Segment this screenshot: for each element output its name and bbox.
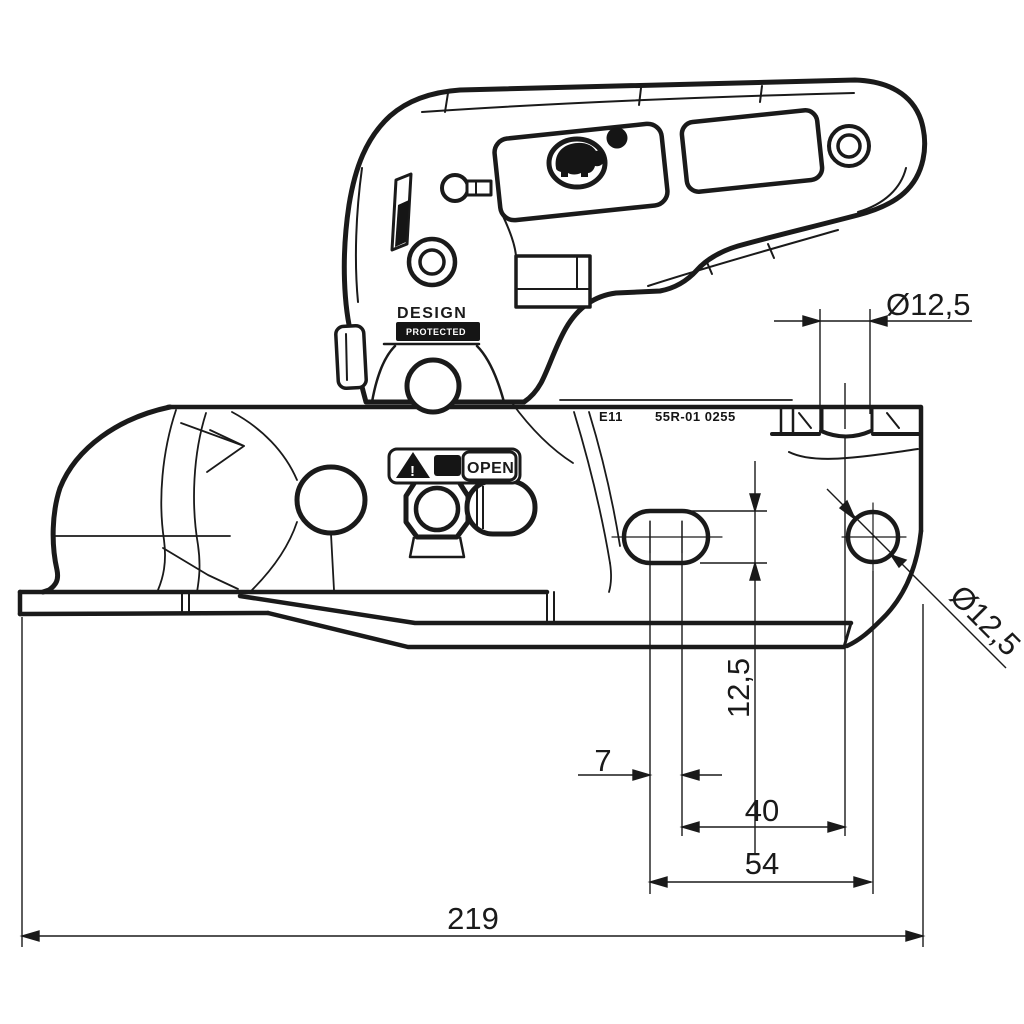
dimension-label-slot-height: 12,5 xyxy=(721,658,756,718)
dimension-label-hole-diameter: Ø12,5 xyxy=(943,578,1024,662)
handle-inner-top-line xyxy=(421,92,855,113)
arrowhead xyxy=(749,493,761,514)
latch-tab-inner-line xyxy=(345,333,348,381)
bell-seam-1 xyxy=(157,409,177,591)
elephant-logo-icon xyxy=(555,142,606,177)
mouth-arc-bottom xyxy=(251,521,298,591)
warning-exclamation: ! xyxy=(410,463,415,480)
dimension-overall-length: 219 xyxy=(19,604,926,947)
pivot-flare-left xyxy=(370,344,397,404)
handle-top-tick-1 xyxy=(444,92,449,113)
warning-triangle-icon xyxy=(396,452,430,478)
protected-bar-text: PROTECTED xyxy=(406,327,466,337)
logo-dot xyxy=(606,127,628,149)
bell-facet-2 xyxy=(209,429,245,447)
handle-top-tick-2 xyxy=(638,87,642,106)
grip-panel xyxy=(679,108,825,194)
protected-bar xyxy=(396,322,480,341)
arrowhead xyxy=(905,930,926,942)
handle-inner-left-line xyxy=(354,167,363,303)
bracket-fold-1 xyxy=(573,411,611,564)
bell-seam-2 xyxy=(193,412,207,593)
rivet-inner xyxy=(418,248,446,276)
arrowhead xyxy=(827,821,848,833)
approval-text-2: 55R-01 0255 xyxy=(655,409,736,424)
arrowhead xyxy=(802,315,823,327)
top-slot-chamfer-right xyxy=(886,412,900,429)
dimension-slot-height: 12,5 xyxy=(684,461,767,853)
dimension-mount-width: 54 xyxy=(647,571,874,894)
jaw-pre-line xyxy=(499,209,517,257)
dimension-label-219: 219 xyxy=(447,901,499,936)
handle-underside-inner-line xyxy=(647,229,839,287)
leader-line xyxy=(826,488,1007,669)
pivot-flare-right xyxy=(475,344,506,404)
oval-under-line xyxy=(330,533,335,591)
approval-text-1: E11 xyxy=(599,409,623,424)
nose-eyelet-outer xyxy=(827,124,871,168)
arrowhead xyxy=(19,930,40,942)
lock-boss-circle xyxy=(413,485,461,533)
label-black-badge xyxy=(434,455,461,476)
dimension-label-54: 54 xyxy=(745,846,779,881)
hatch-strip-outline xyxy=(390,172,413,252)
top-slot-bottom-arc xyxy=(819,429,873,439)
arrowhead xyxy=(838,499,857,522)
dimension-hole-spacing: 40 xyxy=(679,438,848,836)
latch-tab xyxy=(334,323,368,391)
arrowhead xyxy=(853,876,874,888)
open-badge-text: OPEN xyxy=(467,460,514,477)
dimension-label-top-slot: Ø12,5 xyxy=(886,287,970,322)
handle-top-tick-3 xyxy=(759,85,763,103)
coupling-handle xyxy=(334,77,928,415)
lock-housing xyxy=(403,478,538,559)
bracket-fold-2 xyxy=(588,411,621,547)
jaw-block xyxy=(499,209,592,309)
handle-under-tick-2 xyxy=(767,243,775,259)
handle-under-tick-1 xyxy=(705,259,713,275)
arrowhead xyxy=(889,553,908,569)
neck-crease xyxy=(511,402,574,464)
key-cylinder-stem xyxy=(465,179,493,197)
logo-panel xyxy=(492,121,670,223)
pivot-bolt-circle xyxy=(404,357,462,415)
dimension-label-40: 40 xyxy=(745,793,779,828)
dimension-label-7: 7 xyxy=(594,743,611,778)
dimension-top-slot-width: Ø12,5 xyxy=(774,287,972,431)
arrowhead xyxy=(749,560,761,581)
rivet-outer xyxy=(406,236,458,288)
dimension-slot-center-offset: 7 xyxy=(578,521,722,894)
bell-outline xyxy=(40,404,173,595)
bracket-under-edge-2 xyxy=(265,610,847,650)
key-cylinder-icon xyxy=(440,173,470,203)
markings: DESIGN PROTECTED E11 55R-01 0255 xyxy=(396,305,736,424)
bracket-fold-3 xyxy=(608,562,612,593)
jaw-block-outline xyxy=(514,254,592,309)
coupling-body xyxy=(17,399,924,650)
lock-boss-skirt xyxy=(408,536,466,559)
handle-outline xyxy=(341,77,928,405)
bell-facet-3 xyxy=(162,547,239,590)
handle-nose-inner-arc xyxy=(857,167,907,213)
warning-label: ! OPEN xyxy=(387,447,522,485)
arrowhead xyxy=(632,769,653,781)
arrowhead xyxy=(867,315,888,327)
design-text: DESIGN xyxy=(397,305,467,322)
body-oval-hole xyxy=(294,464,368,536)
open-badge-box xyxy=(461,450,518,482)
hatch-strip-fill xyxy=(395,200,409,247)
bracket-under-edge-1 xyxy=(237,593,854,626)
mouth-arc-top xyxy=(231,411,298,481)
arrowhead xyxy=(679,821,700,833)
nose-eyelet-inner xyxy=(836,133,862,159)
arrowhead xyxy=(679,769,700,781)
arrowhead xyxy=(647,876,668,888)
base-plate-bottom xyxy=(17,610,271,617)
flange-wavy-line xyxy=(788,448,919,460)
logo-oval xyxy=(546,136,608,190)
top-slot-chamfer-left xyxy=(798,412,812,429)
bracket-corner-curve xyxy=(844,528,924,649)
